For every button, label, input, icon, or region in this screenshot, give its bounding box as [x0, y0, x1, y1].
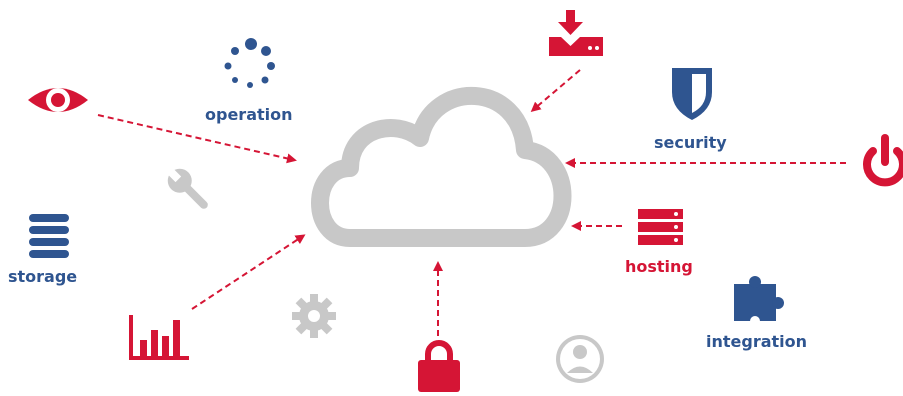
integration-label: integration	[706, 332, 808, 351]
operation-label: operation	[205, 105, 293, 124]
shield-icon	[672, 68, 712, 120]
server-icon	[638, 209, 683, 245]
user-icon	[556, 335, 604, 383]
database-icon	[29, 214, 69, 258]
power-icon	[863, 134, 903, 187]
download-icon	[549, 10, 603, 56]
gear-icon	[292, 294, 336, 338]
wrench-icon	[167, 168, 208, 209]
bar-chart-icon	[129, 315, 189, 360]
arrow-eye-to-cloud	[97, 114, 297, 164]
hosting-label: hosting	[625, 257, 693, 276]
loading-dots-icon	[224, 38, 275, 88]
puzzle-icon	[734, 276, 784, 326]
security-label: security	[654, 133, 727, 152]
arrow-chart-to-cloud	[191, 234, 306, 310]
cloud-icon	[311, 86, 572, 247]
storage-label: storage	[8, 267, 78, 286]
lock-icon	[418, 340, 460, 392]
arrow-download-to-cloud	[530, 69, 581, 112]
eye-icon	[28, 88, 88, 112]
